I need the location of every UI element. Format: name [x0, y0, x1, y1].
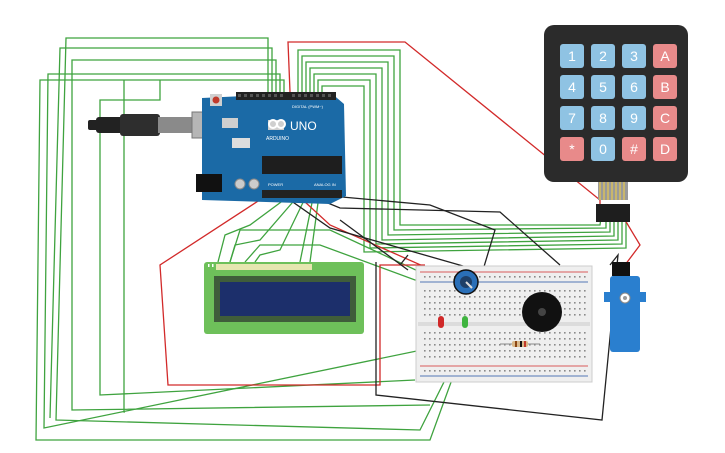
- green-wire: [217, 187, 301, 263]
- keypad-key[interactable]: [653, 75, 677, 99]
- keypad-key-label: 9: [630, 110, 638, 126]
- green-wire: [305, 61, 611, 236]
- green-wire-group: [35, 37, 627, 441]
- green-wire: [297, 49, 603, 226]
- usb-cable-icon: [88, 111, 221, 139]
- resistor-icon: [500, 341, 540, 347]
- keypad-key-label: *: [569, 141, 575, 157]
- keypad-key-label: A: [660, 48, 670, 64]
- keypad-key[interactable]: [560, 106, 584, 130]
- black-wire: [339, 219, 409, 271]
- black-wire: [375, 252, 619, 421]
- arduino-analog-label: ANALOG IN: [314, 182, 336, 187]
- keypad-key-label: D: [660, 141, 670, 157]
- keypad-key[interactable]: [653, 44, 677, 68]
- green-wire: [317, 79, 623, 249]
- green-wire: [321, 85, 627, 253]
- buzzer-icon: [522, 292, 562, 332]
- keypad-key[interactable]: [591, 75, 615, 99]
- keypad-key-label: 8: [599, 110, 607, 126]
- keypad-key-label: 2: [599, 48, 607, 64]
- keypad-key-label: C: [660, 110, 670, 126]
- keypad-key-label: #: [630, 141, 638, 157]
- red-wire: [159, 189, 425, 386]
- green-wire: [35, 79, 471, 441]
- green-wire: [313, 73, 619, 245]
- lcd-display: [204, 262, 364, 334]
- keypad-key-label: 0: [599, 141, 607, 157]
- keypad-key-label: 1: [568, 48, 576, 64]
- keypad-key[interactable]: [560, 44, 584, 68]
- keypad-key[interactable]: [653, 106, 677, 130]
- keypad-key-label: 5: [599, 79, 607, 95]
- keypad-key[interactable]: [560, 137, 584, 161]
- keypad-key-label: B: [660, 79, 669, 95]
- keypad: 1 2 3 A 4 5 6 B 7 8 9 C * 0 # D: [544, 25, 688, 222]
- green-wire: [254, 187, 311, 263]
- black-wire: [399, 254, 409, 266]
- arduino-model-label: UNO: [290, 119, 317, 133]
- arduino-brand-label: ARDUINO: [266, 136, 289, 142]
- lcd-screen: [220, 282, 350, 316]
- keypad-key-label: 4: [568, 79, 576, 95]
- keypad-key[interactable]: [622, 75, 646, 99]
- arduino-digital-label: DIGITAL (PWM~): [292, 104, 324, 109]
- green-wire: [309, 67, 615, 241]
- keypad-key[interactable]: [653, 137, 677, 161]
- green-wire: [55, 37, 471, 431]
- arduino-power-label: POWER: [268, 182, 283, 187]
- arduino-board: UNO ARDUINO DIGITAL (PWM~) POWER ANALOG …: [196, 92, 346, 204]
- potentiometer-icon: [453, 269, 479, 295]
- keypad-key[interactable]: [622, 106, 646, 130]
- keypad-key[interactable]: [622, 44, 646, 68]
- keypad-key-label: 7: [568, 110, 576, 126]
- keypad-key[interactable]: [622, 137, 646, 161]
- led-green-icon: [462, 316, 468, 328]
- green-wire: [301, 55, 607, 231]
- keypad-key-label: 3: [630, 48, 638, 64]
- keypad-keys: 1 2 3 A 4 5 6 B 7 8 9 C * 0 # D: [560, 44, 677, 161]
- green-wire: [49, 47, 273, 419]
- led-red-icon: [438, 316, 444, 328]
- keypad-key[interactable]: [591, 44, 615, 68]
- green-wire: [123, 80, 125, 413]
- green-wire: [99, 80, 416, 396]
- infinity-logo-icon: [268, 119, 286, 129]
- green-wire: [71, 59, 431, 411]
- black-wire: [319, 194, 496, 281]
- keypad-key[interactable]: [591, 106, 615, 130]
- servo-icon: [604, 262, 646, 352]
- keypad-key[interactable]: [591, 137, 615, 161]
- keypad-key[interactable]: [560, 75, 584, 99]
- keypad-key-label: 6: [630, 79, 638, 95]
